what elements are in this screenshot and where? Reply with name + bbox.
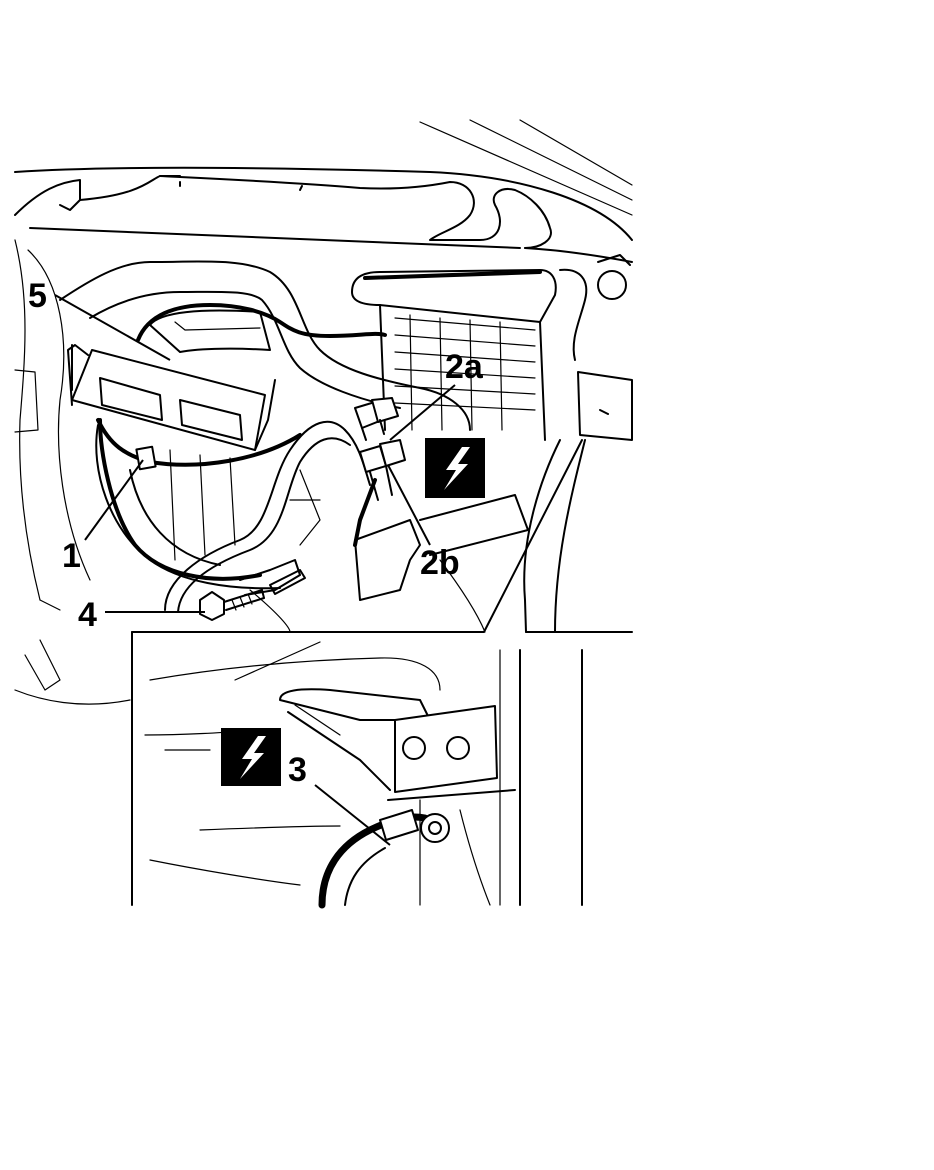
electrical-hazard-icon-inset (221, 728, 281, 786)
connector-2a (354, 397, 399, 441)
callout-3: 3 (288, 751, 307, 789)
callout-4: 4 (78, 596, 97, 634)
leader-1 (84, 459, 144, 541)
electrical-hazard-icon (425, 438, 485, 498)
callout-2a: 2a (445, 348, 484, 386)
bolt (199, 569, 306, 621)
leader-5 (54, 294, 171, 361)
callout-5: 5 (28, 277, 47, 315)
callout-1: 1 (62, 537, 81, 575)
inset-view (131, 631, 583, 909)
leader-2b (387, 464, 431, 546)
leader-3 (314, 784, 391, 846)
callout-2b: 2b (420, 544, 460, 582)
main-view (14, 119, 633, 705)
leader-2a (389, 384, 456, 441)
connector-2b (353, 439, 406, 547)
